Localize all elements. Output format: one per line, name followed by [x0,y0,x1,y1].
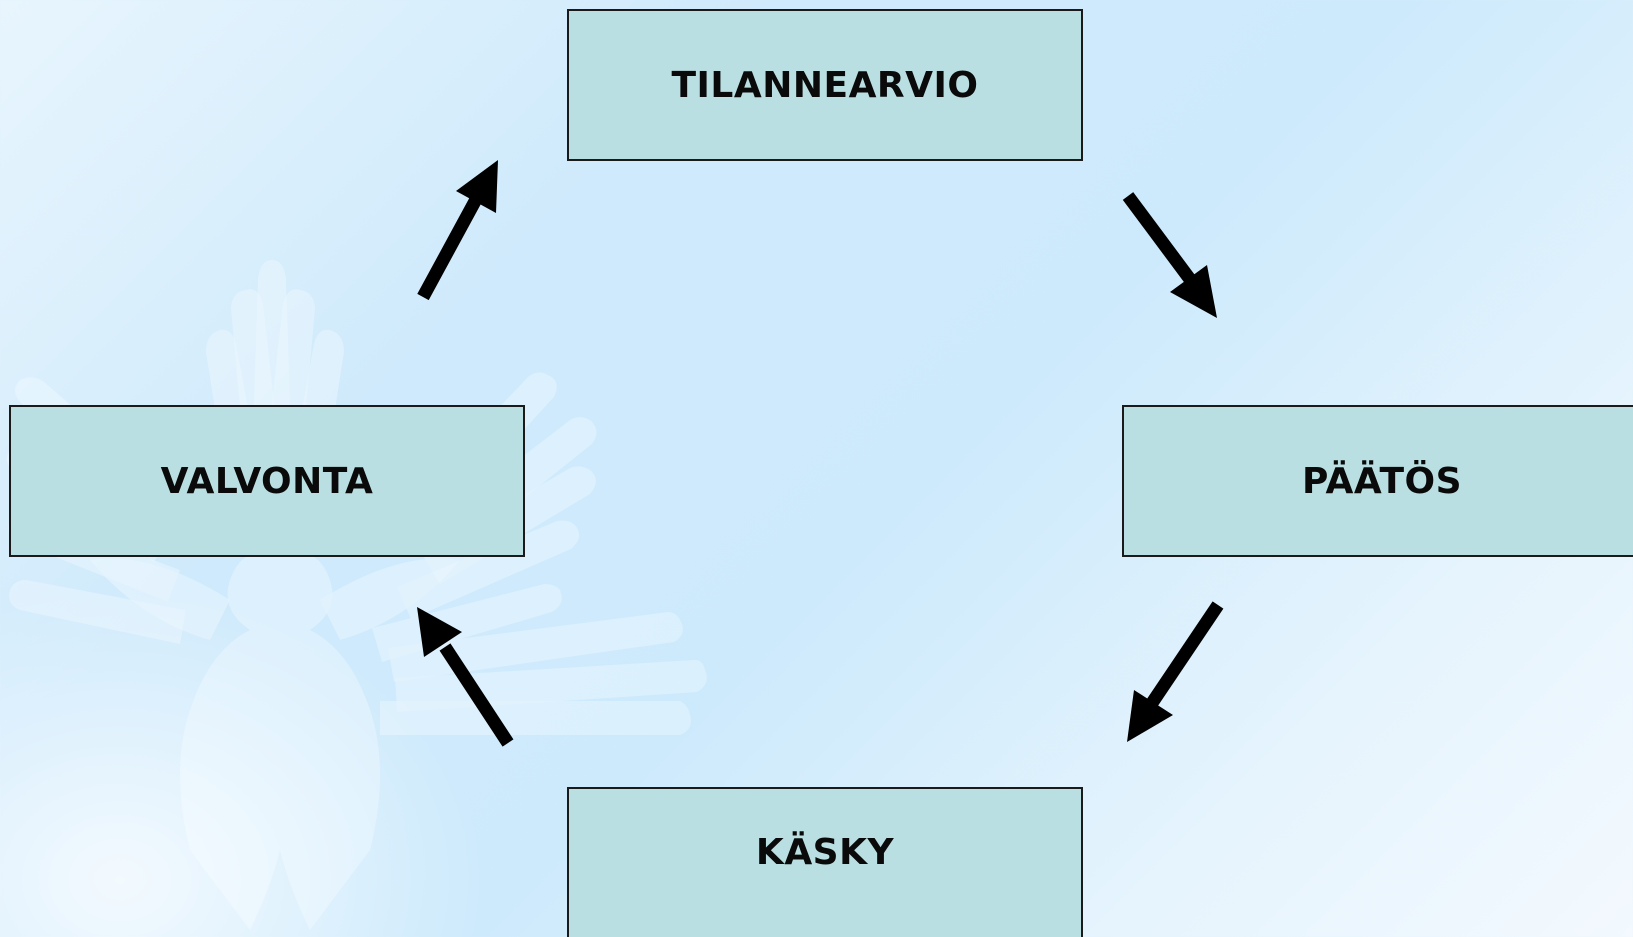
node-label-paatos: PÄÄTÖS [1301,460,1463,502]
node-label-valvonta: VALVONTA [160,460,374,502]
arrow-paatos-to-kasky [1127,601,1224,742]
node-kasky: KÄSKY [567,787,1083,937]
node-tilannearvio: TILANNEARVIO [567,9,1083,161]
node-label-tilannearvio: TILANNEARVIO [671,64,979,106]
arrow-kasky-to-valvonta [417,607,514,747]
node-valvonta: VALVONTA [9,405,525,557]
arrow-tilannearvio-to-paatos [1122,192,1217,318]
node-label-kasky: KÄSKY [755,831,895,873]
node-paatos: PÄÄTÖS [1122,405,1633,557]
arrow-valvonta-to-tilannearvio [417,160,498,301]
